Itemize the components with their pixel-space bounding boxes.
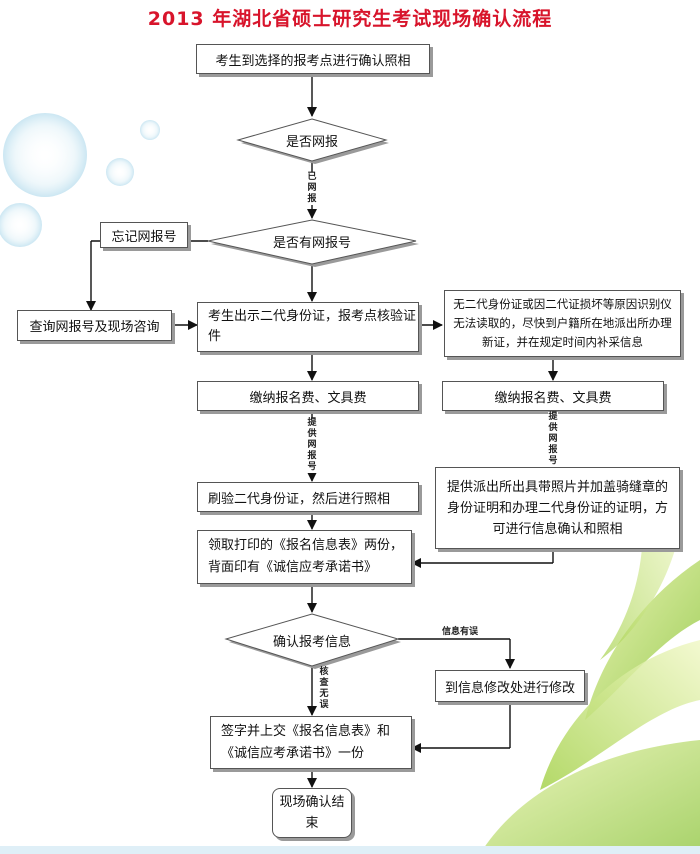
step-show-id: 考生出示二代身份证，报考点核验证件	[197, 302, 419, 352]
step-fix-info: 到信息修改处进行修改	[435, 670, 585, 702]
step-lookup-reg-number: 查询网报号及现场咨询	[17, 310, 172, 341]
step-fix-info-text: 到信息修改处进行修改	[444, 680, 575, 696]
step-provide-proof: 提供派出所出具带照片并加盖骑缝章的身份证明和办理二代身份证的证明，方可进行信息确…	[435, 467, 680, 549]
step-pay-fees-right: 缴纳报名费、文具费	[442, 381, 664, 411]
bubble-decoration	[0, 113, 160, 247]
step-pay-fees-right-text: 缴纳报名费、文具费	[494, 390, 612, 406]
diamond-confirm-info	[224, 613, 400, 667]
diamond-has-reg-number	[207, 219, 417, 265]
diamond-registered-online	[236, 118, 388, 162]
step-forgot-reg-number-text: 忘记网报号	[111, 229, 177, 245]
step-forgot-reg-number: 忘记网报号	[100, 222, 188, 248]
bottom-band	[0, 846, 700, 854]
page-title: 2013 年湖北省硕士研究生考试现场确认流程	[147, 8, 553, 30]
step-sign-submit-text: 签字并上交《报名信息表》和《诚信应考承诺书》一份	[221, 723, 391, 761]
step-provide-proof-text: 提供派出所出具带照片并加盖骑缝章的身份证明和办理二代身份证的证明，方可进行信息确…	[446, 479, 668, 537]
step-sign-submit: 签字并上交《报名信息表》和《诚信应考承诺书》一份	[210, 716, 412, 769]
edge-yes-registered: 已网报	[307, 172, 317, 205]
step-pay-fees-left: 缴纳报名费、文具费	[197, 381, 419, 411]
diamond-registered-online-label: 是否网报	[285, 135, 338, 150]
leaf-decoration	[480, 500, 700, 854]
edge-provide-reg-number-right: 提供网报号	[548, 412, 558, 467]
step-photo-at-site-text: 考生到选择的报考点进行确认照相	[215, 53, 411, 69]
step-photo-at-site: 考生到选择的报考点进行确认照相	[196, 44, 430, 74]
step-swipe-id-text: 刷验二代身份证，然后进行照相	[208, 491, 391, 507]
diamond-has-reg-number-label: 是否有网报号	[272, 236, 351, 251]
step-no-id-card: 无二代身份证或因二代证损坏等原因识别仪无法读取的，尽快到户籍所在地派出所办理新证…	[444, 290, 681, 357]
step-end-text: 现场确认结束	[279, 795, 345, 831]
edge-no-error: 核查无误	[319, 667, 329, 710]
edge-info-error: 信息有误	[441, 627, 478, 637]
step-end: 现场确认结束	[272, 788, 352, 838]
edge-provide-reg-number-left: 提供网报号	[307, 418, 317, 473]
step-swipe-id: 刷验二代身份证，然后进行照相	[197, 482, 419, 512]
step-receive-forms: 领取打印的《报名信息表》两份，背面印有《诚信应考承诺书》	[197, 530, 412, 584]
step-lookup-reg-number-text: 查询网报号及现场咨询	[29, 320, 160, 335]
step-show-id-text: 考生出示二代身份证，报考点核验证件	[208, 309, 417, 344]
step-no-id-card-text: 无二代身份证或因二代证损坏等原因识别仪无法读取的，尽快到户籍所在地派出所办理新证…	[453, 297, 672, 349]
step-pay-fees-left-text: 缴纳报名费、文具费	[249, 390, 367, 406]
step-receive-forms-text: 领取打印的《报名信息表》两份，背面印有《诚信应考承诺书》	[208, 538, 404, 575]
diamond-confirm-info-label: 确认报考信息	[272, 635, 351, 650]
